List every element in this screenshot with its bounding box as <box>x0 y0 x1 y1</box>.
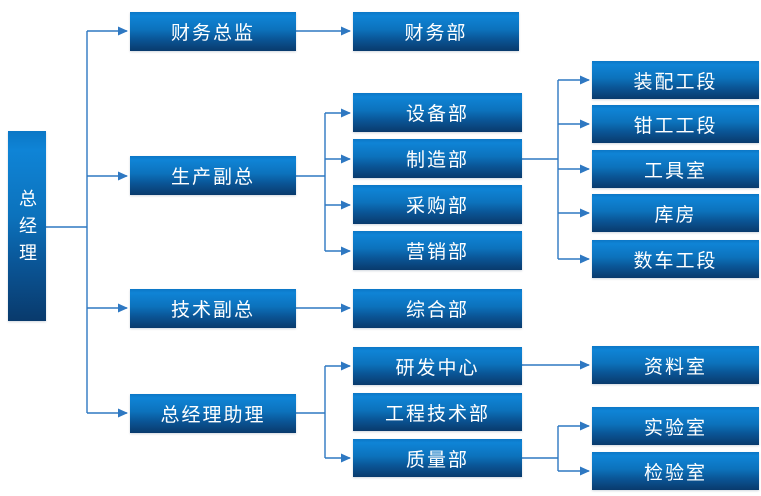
node-archive-room: 资料室 <box>592 346 759 384</box>
node-manufacturing-dept: 制造部 <box>353 139 522 178</box>
node-gm: 总经理 <box>8 131 46 321</box>
node-purchasing-dept: 采购部 <box>353 185 522 224</box>
node-warehouse: 库房 <box>592 194 759 232</box>
node-cnc-section: 数车工段 <box>592 240 759 278</box>
node-tool-room: 工具室 <box>592 150 759 188</box>
node-gm-assistant: 总经理助理 <box>130 394 296 433</box>
node-laboratory: 实验室 <box>592 407 759 445</box>
node-inspection-room: 检验室 <box>592 452 759 490</box>
node-fitter-section: 钳工工段 <box>592 105 759 143</box>
node-quality-dept: 质量部 <box>353 439 522 477</box>
node-finance-director: 财务总监 <box>130 12 296 51</box>
node-finance-dept: 财务部 <box>353 12 519 51</box>
node-production-vp: 生产副总 <box>130 156 296 195</box>
node-rd-center: 研发中心 <box>353 347 522 385</box>
node-marketing-dept: 营销部 <box>353 231 522 270</box>
node-engineering-tech-dept: 工程技术部 <box>353 393 522 431</box>
node-assembly-section: 装配工段 <box>592 61 759 99</box>
node-general-dept: 综合部 <box>353 289 522 328</box>
node-equipment-dept: 设备部 <box>353 93 522 132</box>
node-technical-vp: 技术副总 <box>130 289 296 328</box>
